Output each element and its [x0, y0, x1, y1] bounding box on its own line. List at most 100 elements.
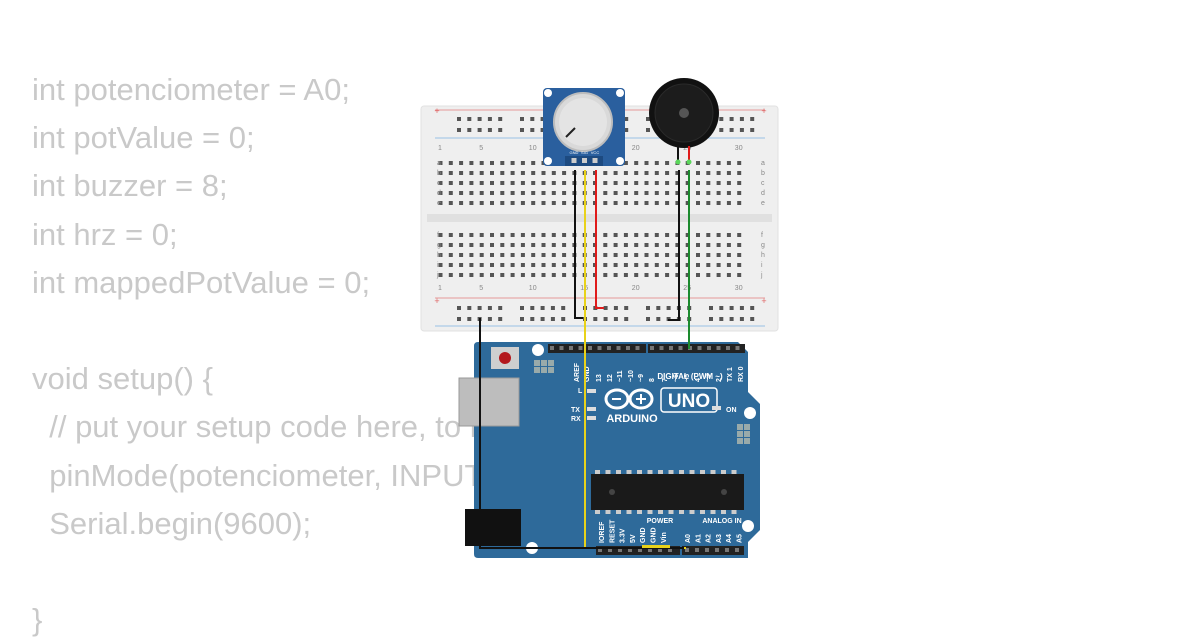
- column-number: 25: [683, 145, 691, 152]
- row-letter: b: [437, 170, 441, 177]
- digital-pin-label: 7: [662, 378, 669, 382]
- analog-pin-label: A4: [726, 534, 733, 543]
- row-letter: h: [437, 252, 441, 259]
- power-pin-label: GND: [651, 527, 658, 543]
- arduino-uno-board[interactable]: UNO ARDUINO DIGITAL (PWM ~) POWER ANALOG…: [458, 342, 760, 558]
- power-pin-label: Vin: [661, 532, 668, 543]
- l-label: L: [578, 388, 583, 395]
- wire-buzzer-gnd: [668, 170, 680, 321]
- pot-pin-label: VCC: [591, 150, 600, 155]
- icsp-pin: [744, 424, 750, 430]
- rail-plus: +: [434, 106, 439, 116]
- column-number: 20: [632, 285, 640, 292]
- wire-gnd-rail: [479, 318, 684, 549]
- pot-pin[interactable]: [582, 158, 587, 163]
- icsp-pin: [534, 367, 540, 373]
- digital-pin-label: 8: [649, 378, 656, 382]
- icsp-pin: [541, 367, 547, 373]
- wires: [479, 170, 690, 549]
- code-line: }: [32, 602, 43, 638]
- on-label: ON: [726, 407, 737, 414]
- arduino-model: UNO: [668, 391, 710, 412]
- row-letter: c: [437, 180, 441, 187]
- digital-pin-label: 13: [596, 374, 603, 382]
- digital-pin-label: ~9: [638, 374, 645, 382]
- icsp-pin: [744, 438, 750, 444]
- row-letter: j: [760, 272, 763, 279]
- code-line: int buzzer = 8;: [32, 168, 228, 204]
- analog-pin-label: A5: [737, 534, 744, 543]
- pot-pin-label: GND: [570, 150, 579, 155]
- code-line: int mappedPotValue = 0;: [32, 264, 371, 300]
- icsp-pin: [548, 367, 554, 373]
- icsp-pin: [548, 360, 554, 366]
- row-letter: g: [437, 242, 441, 249]
- icsp-pin: [737, 438, 743, 444]
- analog-pin-label: A3: [716, 534, 723, 543]
- circuit-diagram: 115510101515202025253030aabbccddeeffgghh…: [420, 78, 779, 558]
- icsp-pin: [534, 360, 540, 366]
- row-letter: g: [761, 242, 765, 249]
- buzzer[interactable]: [649, 78, 719, 165]
- column-number: 10: [529, 285, 537, 292]
- rx-label: RX: [571, 416, 581, 423]
- digital-pin-label: 12: [607, 374, 614, 382]
- digital-pin-label: ~6: [673, 374, 680, 382]
- pot-pin[interactable]: [571, 158, 577, 163]
- analog-pin-label: A2: [706, 534, 713, 543]
- column-number: 25: [683, 285, 691, 292]
- column-number: 5: [479, 285, 483, 292]
- digital-pin-label: TX 1: [727, 367, 734, 382]
- row-letter: f: [437, 232, 439, 239]
- column-number: 30: [735, 145, 743, 152]
- column-number: 20: [632, 145, 640, 152]
- column-number: 30: [735, 285, 743, 292]
- row-letter: d: [761, 190, 765, 197]
- icsp-pin: [541, 360, 547, 366]
- analog-pin-label: A0: [685, 534, 692, 543]
- code-line: Serial.begin(9600);: [32, 505, 312, 541]
- wire-pot-gnd: [574, 170, 583, 319]
- column-number: 5: [479, 145, 483, 152]
- power-pin-label: 3.3V: [620, 528, 627, 543]
- icsp-pin: [737, 424, 743, 430]
- arduino-brand: ARDUINO: [606, 413, 658, 425]
- row-letter: e: [437, 200, 441, 207]
- digital-pin-label: AREF: [574, 362, 581, 382]
- digital-pin-label: ~10: [628, 370, 635, 382]
- code-line: int potenciometer = A0;: [32, 72, 350, 107]
- row-letter: e: [761, 200, 765, 207]
- digital-pin-label: ~5: [684, 374, 691, 382]
- pot-pin[interactable]: [592, 158, 598, 163]
- power-pin-label: 5V: [630, 534, 637, 543]
- row-letter: h: [761, 252, 765, 259]
- row-letter: a: [761, 160, 765, 167]
- digital-pin-label: RX 0: [738, 366, 745, 382]
- row-letter: b: [761, 170, 765, 177]
- row-letter: i: [761, 262, 763, 269]
- column-number: 1: [438, 285, 442, 292]
- digital-pin-label: GND: [584, 366, 591, 382]
- icsp-pin: [744, 431, 750, 437]
- analog-pin-label: A1: [695, 534, 702, 543]
- code-line: int hrz = 0;: [32, 216, 178, 252]
- row-letter: i: [437, 262, 439, 269]
- row-letter: d: [437, 190, 441, 197]
- rail-plus: +: [761, 106, 766, 116]
- rail-plus: +: [761, 296, 766, 306]
- rail-plus: +: [434, 296, 439, 306]
- digital-pin-label: 4: [695, 378, 702, 382]
- digital-label: DIGITAL (PWM ~): [657, 372, 723, 381]
- column-number: 1: [438, 145, 442, 152]
- icsp-pin: [737, 431, 743, 437]
- power-label: POWER: [647, 518, 673, 525]
- row-letter: f: [761, 232, 763, 239]
- code-line: void setup() {: [32, 361, 213, 397]
- digital-pin-label: ~3: [705, 374, 712, 382]
- row-letter: j: [436, 272, 439, 279]
- power-pin-label: GND: [640, 527, 647, 543]
- pot-pin-label: SIG: [581, 150, 588, 155]
- wire-pot-vcc: [595, 170, 604, 309]
- potentiometer-knob-indicator: [565, 127, 576, 138]
